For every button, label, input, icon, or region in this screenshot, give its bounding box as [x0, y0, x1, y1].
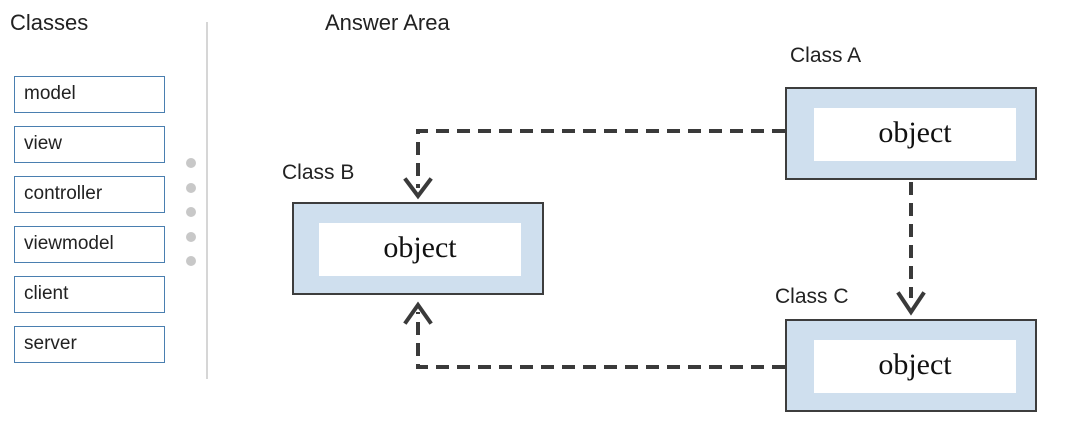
connector-c-to-b: [416, 312, 785, 369]
option-model[interactable]: model: [14, 76, 165, 113]
option-server[interactable]: server: [14, 326, 165, 363]
class-a-label: Class A: [790, 44, 862, 67]
class-a-drop-slot[interactable]: object: [814, 108, 1016, 161]
option-view[interactable]: view: [14, 126, 165, 163]
drag-handle-icon[interactable]: [186, 158, 198, 281]
answer-area-heading: Answer Area: [325, 10, 450, 35]
class-a-box: object: [785, 87, 1037, 180]
connector-a-to-b: [416, 129, 785, 188]
arrow-down-icon: [403, 177, 433, 200]
handle-dot: [186, 231, 196, 242]
class-c-box: object: [785, 319, 1037, 412]
option-controller[interactable]: controller: [14, 176, 165, 213]
option-viewmodel[interactable]: viewmodel: [14, 226, 165, 263]
class-b-box: object: [292, 202, 544, 295]
class-b-label: Class B: [282, 161, 355, 184]
arrow-down-icon: [896, 291, 926, 316]
class-c-drop-slot[interactable]: object: [814, 340, 1016, 393]
arrow-up-icon: [403, 301, 433, 325]
handle-dot: [186, 256, 196, 266]
classes-option-list: model view controller viewmodel client s…: [14, 76, 165, 376]
option-client[interactable]: client: [14, 276, 165, 313]
handle-dot: [186, 182, 196, 193]
class-c-label: Class C: [775, 285, 849, 308]
classes-heading: Classes: [10, 10, 89, 35]
class-b-drop-slot[interactable]: object: [319, 223, 521, 276]
panel-divider: [206, 22, 208, 379]
handle-dot: [186, 158, 196, 168]
handle-dot: [186, 207, 196, 217]
